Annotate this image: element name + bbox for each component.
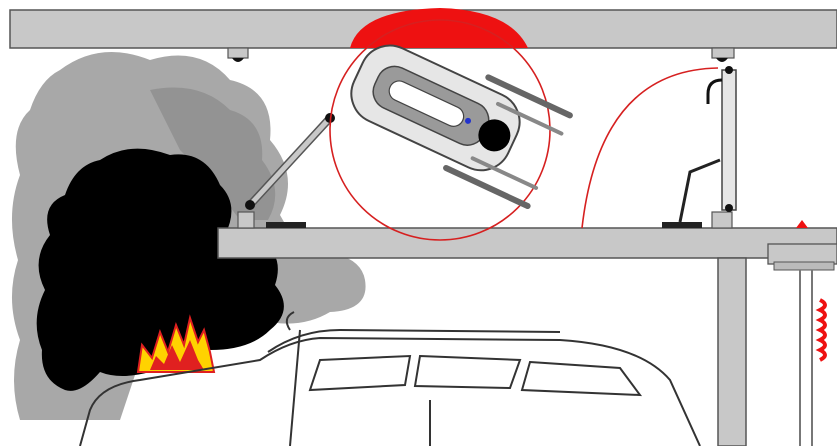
swing-arc-right bbox=[582, 68, 718, 228]
floor-slab-body bbox=[218, 228, 837, 258]
vent-hatch-hook bbox=[708, 80, 722, 104]
car-roof-line bbox=[268, 330, 560, 352]
floor-slab bbox=[218, 212, 837, 258]
car-window-3 bbox=[522, 362, 640, 395]
rotating-bar-2 bbox=[446, 168, 528, 206]
vent-hatch-door bbox=[722, 70, 736, 210]
wall-bracket-plate bbox=[774, 262, 834, 270]
vent-hinge-top bbox=[725, 66, 733, 74]
floor-plate-left bbox=[266, 222, 306, 228]
car-pillar bbox=[290, 330, 300, 446]
floor-bump-left bbox=[238, 212, 254, 228]
ceiling-bracket-hook-left bbox=[232, 58, 244, 62]
wall-bracket-frame bbox=[768, 244, 837, 264]
car-window-2 bbox=[415, 356, 520, 388]
support-column bbox=[718, 258, 746, 446]
wall-bracket bbox=[768, 220, 837, 446]
ceiling-bracket-hook-right bbox=[716, 58, 728, 62]
car-window-1 bbox=[310, 356, 410, 390]
floor-bump-right bbox=[712, 212, 732, 228]
floor-plate-right bbox=[662, 222, 702, 228]
wall-red-tip bbox=[796, 220, 808, 228]
ceiling-bracket-right bbox=[712, 48, 734, 58]
rotating-panel bbox=[337, 27, 570, 206]
wall-red-ridges bbox=[820, 300, 825, 360]
vent-hatch bbox=[680, 66, 736, 222]
hinge-pin-bottom bbox=[245, 200, 255, 210]
vent-hinge-bottom bbox=[725, 204, 733, 212]
ceiling-bracket-left bbox=[228, 48, 248, 58]
